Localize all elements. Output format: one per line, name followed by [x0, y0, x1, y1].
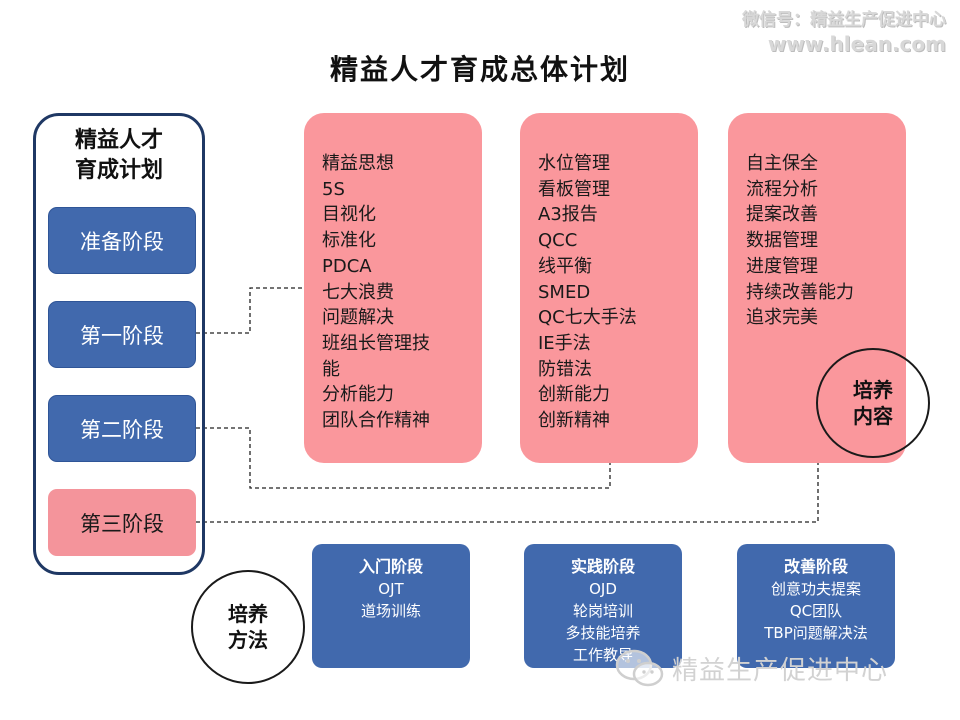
plan-title: 精益人才 育成计划 [33, 126, 205, 186]
content-item: QC七大手法 [538, 307, 637, 329]
plan-title-line: 育成计划 [74, 158, 163, 183]
method-label-line: 培养 [228, 602, 268, 626]
stage-two: 第二阶段 [48, 395, 196, 462]
content-item: 水位管理 [538, 153, 610, 174]
plan-frame [33, 113, 205, 575]
content-item: 问题解决 [322, 307, 394, 329]
content-item: 班组长管理技 [322, 332, 430, 354]
stage-prep: 准备阶段 [48, 207, 196, 274]
method-item: 轮岗培训 [572, 602, 633, 620]
wechat-icon [615, 649, 664, 687]
method-label-line: 方法 [228, 628, 268, 652]
content-item: 创新能力 [538, 384, 610, 406]
watermark-top: 微信号：精益生产促进中心 www.hlean.com [742, 8, 946, 56]
content-item: IE手法 [538, 332, 591, 354]
content-item: 持续改善能力 [746, 281, 854, 303]
method-item: 道场训练 [360, 602, 421, 620]
connector-stage1-to-content1 [196, 287, 305, 334]
content-item: 标准化 [322, 230, 376, 252]
content-item: 分析能力 [322, 384, 394, 406]
method-card-practice: 实践阶段 OJD 轮岗培训 多技能培养 工作教导 [524, 544, 682, 668]
content-card-stage2: 水位管理 看板管理 A3报告 QCC 线平衡 SMED QC七大手法 IE手法 … [520, 113, 698, 463]
method-item: OJT [378, 580, 404, 598]
content-item: 流程分析 [746, 178, 818, 200]
method-card-title: 入门阶段 [358, 557, 423, 576]
content-item: 线平衡 [538, 255, 592, 277]
wechat-id-text: 微信号：精益生产促进中心 [742, 10, 946, 30]
website-url-text: www.hlean.com [767, 32, 946, 56]
watermark-bottom: 精益生产促进中心 [614, 648, 888, 688]
method-item: OJD [589, 580, 617, 598]
method-card-improve: 改善阶段 创意功夫提案 QC团队 TBP问题解决法 [737, 544, 895, 668]
content-item: 能 [322, 358, 340, 380]
page-title: 精益人才育成总体计划 [329, 53, 630, 86]
plan-title-line: 精益人才 [74, 128, 163, 153]
content-item: 防错法 [538, 358, 592, 380]
content-label-line: 内容 [853, 404, 893, 428]
content-item: 看板管理 [538, 178, 610, 200]
content-item: 七大浪费 [322, 281, 394, 303]
method-label-circle: 培养 方法 [191, 570, 305, 684]
watermark-bottom-text: 精益生产促进中心 [672, 655, 889, 686]
method-card-title: 实践阶段 [570, 557, 635, 576]
content-item: SMED [538, 281, 591, 303]
method-item: 创意功夫提案 [770, 580, 861, 598]
content-label-line: 培养 [853, 378, 893, 402]
content-item: 精益思想 [322, 153, 394, 174]
stage-one: 第一阶段 [48, 301, 196, 368]
content-item: 提案改善 [746, 204, 818, 226]
content-item: PDCA [322, 255, 372, 277]
content-item: 团队合作精神 [322, 410, 430, 432]
content-item: 数据管理 [746, 230, 818, 252]
method-item: 多技能培养 [565, 624, 641, 642]
content-item: QCC [538, 230, 578, 252]
method-card-title: 改善阶段 [783, 557, 848, 576]
content-item: 进度管理 [746, 255, 818, 277]
stage-three: 第三阶段 [48, 489, 196, 556]
content-item: 目视化 [322, 204, 376, 226]
content-label-circle: 培养 内容 [816, 348, 930, 458]
content-item: 自主保全 [746, 153, 818, 174]
content-card-stage1: 精益思想 5S 目视化 标准化 PDCA 七大浪费 问题解决 班组长管理技 能 … [304, 113, 482, 463]
content-item: A3报告 [538, 204, 598, 226]
content-item: 创新精神 [538, 410, 610, 432]
connector-stage3-to-content3 [196, 463, 819, 523]
method-item: QC团队 [789, 602, 843, 620]
method-item: TBP问题解决法 [764, 624, 868, 642]
content-item: 追求完美 [746, 307, 818, 329]
connector-stage2-to-content2 [196, 427, 611, 489]
content-item: 5S [322, 178, 345, 200]
method-card-entry: 入门阶段 OJT 道场训练 [312, 544, 470, 668]
